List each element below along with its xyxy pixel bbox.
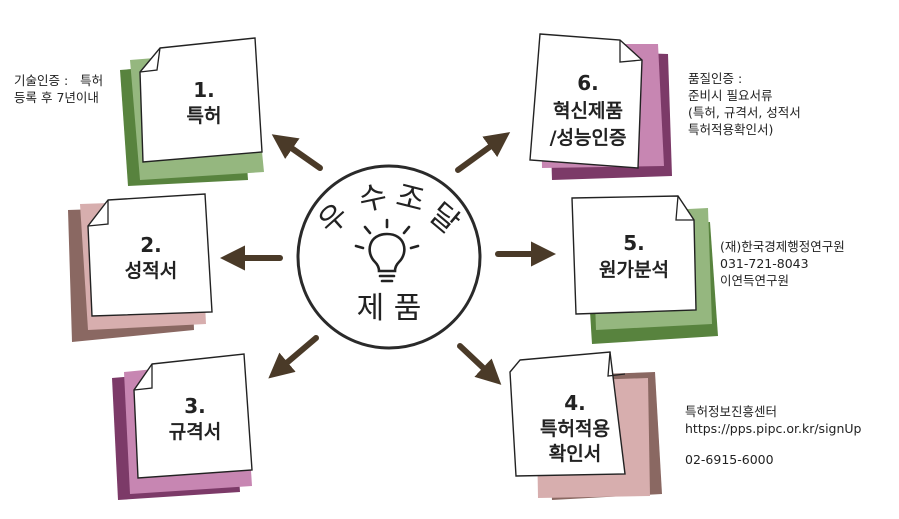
card-6-front-sheet [529, 33, 643, 169]
card-6-label-line-2: /성능인증 [550, 127, 627, 149]
arrow-to-card-4 [457, 343, 502, 385]
card-1-fold [139, 47, 161, 73]
card-2-label-line-1: 성적서 [125, 260, 177, 282]
arrows [219, 132, 557, 385]
card-3-fold [133, 364, 153, 391]
card-2-number: 2. [140, 233, 162, 257]
arrow-to-card-1 [271, 134, 323, 171]
card-5: 5. 원가분석 [571, 195, 718, 344]
card-6-number: 6. [577, 71, 599, 95]
card-5-front-sheet [571, 195, 697, 315]
card-6-label-line-1: 혁신제품 [553, 100, 623, 122]
card-5-fold [675, 195, 694, 221]
center-circle [296, 164, 482, 350]
note-patent: 기술인증 : 특허 등록 후 7년이내 [14, 73, 104, 105]
center-node: 우 수 조 달 제 품 [296, 164, 482, 350]
card-1: 1. 특허 [120, 37, 264, 186]
card-2-fold [87, 200, 109, 227]
note-patent-center-url: https://pps.pipc.or.kr/signUp [685, 421, 862, 436]
card-3-front-sheet [133, 353, 253, 479]
card-4-number: 4. [564, 391, 586, 415]
card-2-front-sheet [87, 193, 213, 317]
center-bottom-text: 제 품 [357, 291, 422, 326]
card-4-fold [607, 351, 626, 377]
card-4-label-line-1: 특허적용 [540, 418, 610, 440]
arrow-to-card-6 [455, 132, 511, 173]
card-1-front-sheet [139, 37, 263, 163]
card-4: 4. 특허적용 확인서 [509, 351, 662, 500]
card-4-front-sheet [509, 351, 626, 477]
note-quality: 품질인증 : 준비시 필요서류 (특허, 규격서, 성적서 특허적용확인서) [688, 71, 801, 137]
card-3: 3. 규격서 [112, 353, 253, 500]
card-5-number: 5. [623, 231, 645, 255]
card-6-fold [619, 40, 643, 63]
card-5-label-line-1: 원가분석 [599, 259, 669, 281]
card-3-number: 3. [184, 394, 206, 418]
note-patent-center-name: 특허정보진흥센터 [685, 404, 778, 419]
lightbulb-icon [354, 218, 420, 283]
arrow-to-card-3 [268, 335, 319, 379]
card-1-number: 1. [193, 78, 215, 102]
card-1-label-line-1: 특허 [187, 105, 222, 127]
card-4-label-line-2: 확인서 [549, 442, 601, 465]
card-2: 2. 성적서 [68, 193, 213, 342]
card-3-label-line-1: 규격서 [169, 421, 221, 443]
note-patent-center-phone: 02-6915-6000 [685, 452, 774, 467]
note-cost: (재)한국경제행정연구원 031-721-8043 이연득연구원 [720, 239, 845, 288]
card-6: 6. 혁신제품 /성능인증 [529, 33, 672, 180]
